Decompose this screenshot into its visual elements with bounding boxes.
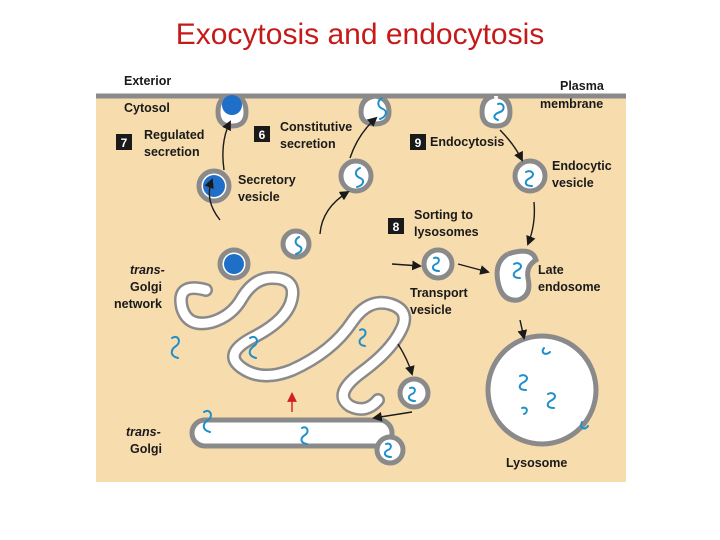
slide-title: Exocytosis and endocytosis [175, 18, 545, 51]
trans-golgi-label-1: trans- [126, 425, 161, 439]
arrow-to-late-endosome [526, 201, 536, 246]
step-9-box [410, 134, 426, 150]
secretory-vesicle-label-1: Secretory [238, 173, 296, 187]
endocytic-vesicle-label-2: vesicle [552, 176, 594, 190]
cargo-molecule [377, 97, 387, 120]
cargo-molecule [300, 426, 309, 445]
arrow-tgn-to-vesicle [397, 343, 415, 376]
cytosol-label: Cytosol [124, 101, 170, 115]
cargo-molecule [358, 328, 367, 347]
step-7-box [116, 134, 132, 150]
secretory-granule [222, 95, 242, 115]
step-8-number: 8 [393, 220, 400, 234]
cargo-molecule [512, 262, 522, 279]
secretory-granule [203, 175, 225, 197]
step-8-box [388, 218, 404, 234]
arrow-regulated-fusion [222, 120, 231, 171]
tgn-label-1: trans- [130, 263, 165, 277]
cargo-molecule [383, 442, 392, 458]
diagram-figure: Exterior Cytosol Plasma membrane 7 Regul… [96, 68, 626, 482]
tgn-label-2: Golgi [130, 280, 162, 294]
arrow-constitutive-bud [319, 190, 350, 235]
trans-golgi-label-2: Golgi [130, 442, 162, 456]
cargo-molecule [546, 392, 556, 409]
cargo-molecule [524, 170, 534, 187]
late-endosome [494, 248, 539, 303]
lysosome [485, 333, 599, 447]
constitutive-secretion-label-2: secretion [280, 137, 336, 151]
step-6-box [254, 126, 270, 142]
arrow-to-lysosome [517, 319, 528, 340]
tgn-label-3: network [114, 297, 162, 311]
regulated-secretion-label-1: Regulated [144, 128, 204, 142]
tgn-lumen [176, 273, 409, 414]
secretory-granule [224, 254, 244, 274]
arrow-transport-to-endosome [457, 263, 490, 275]
plasma-membrane-label-2: membrane [540, 97, 603, 111]
cargo-molecule [407, 386, 416, 402]
arrow-regulated-to-membrane [204, 178, 221, 221]
cargo-molecule [518, 374, 528, 391]
arrow-constitutive-fusion [349, 116, 378, 159]
plasma-membrane-label-1: Plasma [560, 79, 605, 93]
endocytic-vesicle [512, 158, 548, 194]
late-endosome-label-2: endosome [538, 280, 601, 294]
budding-endocytic-pit [479, 93, 513, 129]
arrow-to-transport-vesicle [391, 260, 422, 271]
lysosome-label: Lysosome [506, 456, 567, 470]
late-endosome-label-1: Late [538, 263, 564, 277]
cargo-molecule [580, 421, 589, 430]
step-7-number: 7 [121, 136, 128, 150]
step-6-number: 6 [259, 128, 266, 142]
arrow-vesicle-to-golgi [372, 411, 413, 422]
cargo-molecule [354, 167, 365, 188]
endocytic-vesicle-label-1: Endocytic [552, 159, 612, 173]
sorting-label-2: lysosomes [414, 225, 479, 239]
sorting-label-1: Sorting to [414, 208, 473, 222]
diagram-canvas: Exterior Cytosol Plasma membrane 7 Regul… [96, 68, 626, 482]
cargo-molecule [170, 336, 180, 359]
trans-golgi-cisterna [189, 417, 395, 449]
cargo-molecule [294, 236, 303, 255]
constitutive-secretion-label-1: Constitutive [280, 120, 352, 134]
cargo-molecule [493, 102, 505, 121]
endocytosis-label: Endocytosis [430, 135, 504, 149]
step-9-number: 9 [415, 136, 422, 150]
regulated-secretion-label-2: secretion [144, 145, 200, 159]
cargo-molecule [202, 410, 212, 433]
transport-vesicle-label-1: Transport [410, 286, 468, 300]
cargo-molecule [431, 256, 440, 272]
exterior-label: Exterior [124, 74, 171, 88]
transport-vesicle-label-2: vesicle [410, 303, 452, 317]
cargo-molecule [541, 347, 551, 355]
cargo-molecule [521, 406, 528, 415]
secretory-vesicle-label-2: vesicle [238, 190, 280, 204]
cargo-molecule [248, 336, 258, 359]
arrow-endocytosis [499, 129, 523, 162]
